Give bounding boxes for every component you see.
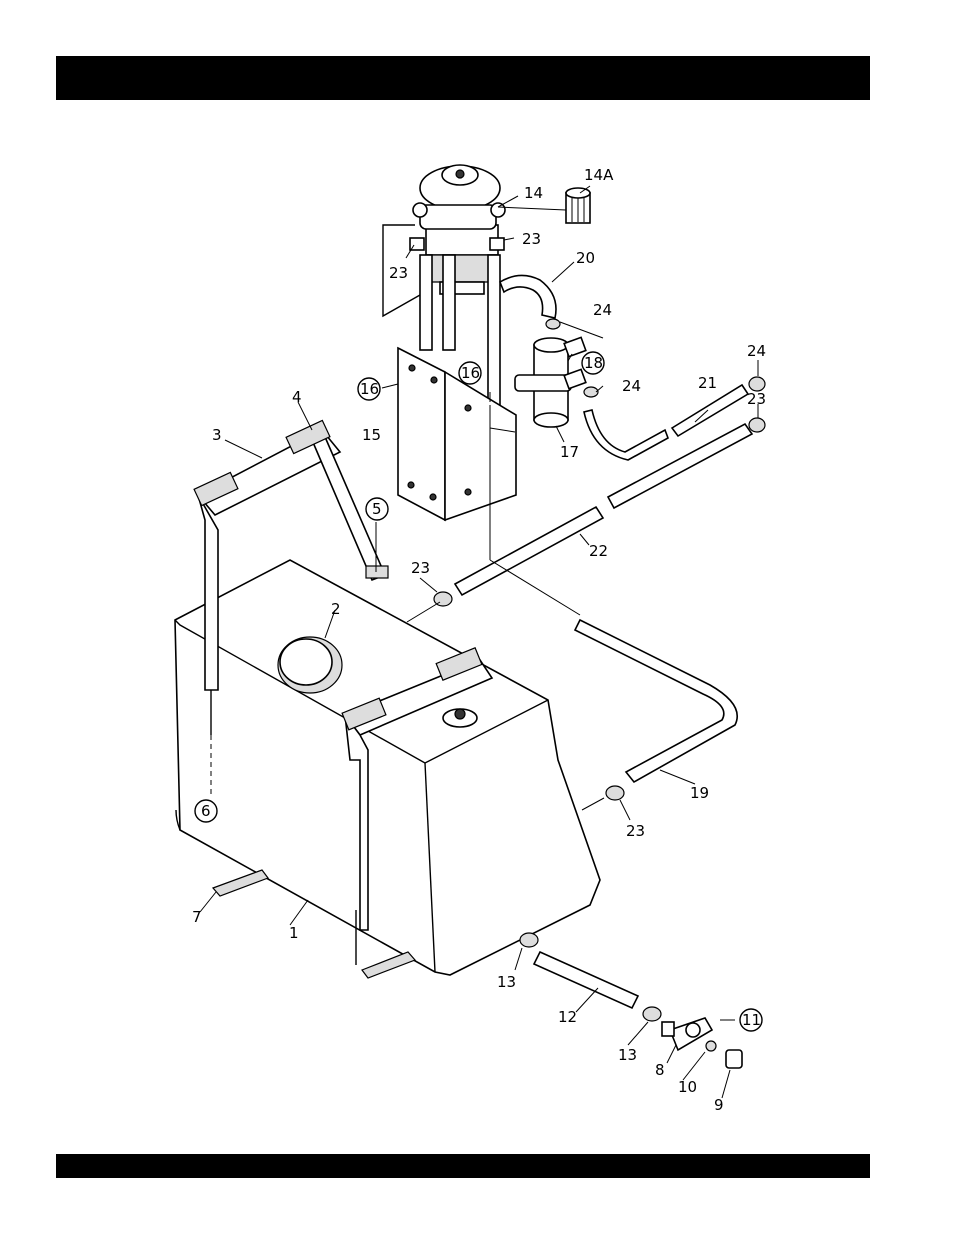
callout-5: 5 (372, 500, 382, 518)
callout-20: 20 (576, 249, 595, 267)
callout-8: 8 (655, 1061, 665, 1079)
callout-3: 3 (212, 426, 222, 444)
hose-20 (500, 275, 556, 318)
rubber-pad-rear (362, 952, 415, 978)
washer-10 (706, 1041, 716, 1051)
hose-19 (575, 620, 737, 782)
callout-12: 12 (558, 1008, 577, 1026)
callout-9: 9 (714, 1096, 724, 1114)
callout-15: 15 (362, 426, 381, 444)
filter-element (566, 188, 590, 223)
callout-16-left: 16 (360, 380, 379, 398)
callout-11: 11 (742, 1011, 761, 1029)
callout-6: 6 (201, 802, 211, 820)
callout-24-right: 24 (747, 342, 766, 360)
callout-23-return: 23 (626, 822, 645, 840)
callout-21: 21 (698, 374, 717, 392)
callout-18: 18 (584, 354, 603, 372)
hose-12 (534, 952, 638, 1008)
callout-22: 22 (589, 542, 608, 560)
callout-19: 19 (690, 784, 709, 802)
clamp-24a (546, 319, 560, 329)
rubber-pad-front (213, 870, 268, 896)
callout-13-cock: 13 (618, 1046, 637, 1064)
drain-cock (662, 1018, 712, 1050)
callout-23-filter-left: 23 (389, 264, 408, 282)
clamp-13b (643, 1007, 661, 1021)
callout-23-tank: 23 (411, 559, 430, 577)
fuel-pump (515, 337, 586, 427)
callout-1: 1 (289, 924, 299, 942)
callout-10: 10 (678, 1078, 697, 1096)
callout-7: 7 (192, 908, 202, 926)
callout-24-pump: 24 (622, 377, 641, 395)
callout-2: 2 (331, 600, 341, 618)
callout-23-filter-right: 23 (522, 230, 541, 248)
clamp-24c (749, 377, 765, 391)
drain-plug-9 (726, 1050, 742, 1068)
callout-4: 4 (292, 388, 302, 406)
callout-14: 14 (524, 184, 543, 202)
clamp-23-upper (749, 418, 765, 432)
callout-16-right: 16 (461, 364, 480, 382)
clamp-24b (584, 387, 598, 397)
fuel-tank (175, 560, 600, 975)
callout-24-top: 24 (593, 301, 612, 319)
callout-17: 17 (560, 443, 579, 461)
callout-13-tank: 13 (497, 973, 516, 991)
clamp-23-return (606, 786, 624, 800)
hose-22 (455, 507, 603, 595)
clamp-13a (520, 933, 538, 947)
callout-23-hose: 23 (747, 390, 766, 408)
callout-14a: 14A (584, 166, 614, 184)
